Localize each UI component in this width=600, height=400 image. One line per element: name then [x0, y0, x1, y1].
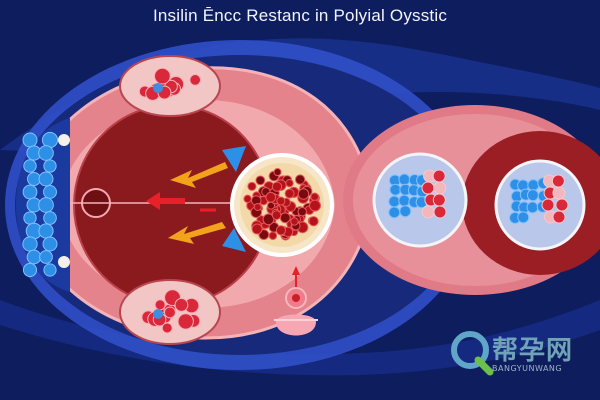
- blue-cell: [43, 185, 57, 199]
- cluster-cell: [275, 225, 286, 236]
- orange-arrow-icon: [168, 162, 228, 244]
- blue-cell: [398, 194, 411, 207]
- white-cell: [58, 134, 70, 146]
- blue-cell: [22, 236, 38, 252]
- cluster-cell: [271, 210, 282, 220]
- cluster-cell: [285, 178, 294, 188]
- cluster-cell: [284, 188, 295, 199]
- cluster-cell: [243, 194, 252, 204]
- watermark: 帮孕网 BANGYUNWANG: [444, 328, 594, 380]
- blue-cell: [23, 211, 37, 225]
- right-ovary: [343, 105, 600, 295]
- cluster-cell: [271, 181, 283, 192]
- blue-cell: [388, 206, 401, 219]
- red-cell: [552, 210, 566, 224]
- cluster-cell: [268, 231, 278, 240]
- red-cell: [541, 198, 555, 212]
- red-cell: [552, 186, 566, 200]
- blue-cell: [38, 171, 54, 187]
- blue-cell: [38, 223, 54, 239]
- blue-cell: [38, 197, 54, 213]
- blue-cell: [517, 211, 530, 224]
- cluster-cell: [253, 202, 262, 211]
- red-cell: [551, 174, 565, 188]
- cluster-cell: [308, 216, 319, 227]
- cluster-cell: [255, 175, 266, 186]
- left-ovary-core: [74, 105, 270, 305]
- cluster-cell: [279, 212, 291, 224]
- blue-cell: [398, 173, 411, 186]
- blue-cell: [389, 183, 402, 196]
- blue-cell: [23, 159, 37, 173]
- red-cell: [174, 297, 189, 312]
- blue-cell: [38, 145, 54, 161]
- watermark-chinese-text: 帮孕网: [492, 336, 574, 366]
- cluster-cell: [273, 168, 282, 177]
- red-cell: [555, 198, 569, 212]
- red-cell: [421, 205, 435, 219]
- red-cell: [154, 67, 171, 85]
- blue-cell: [39, 250, 53, 264]
- red-cell: [189, 74, 202, 86]
- blue-cell-column: [16, 118, 70, 292]
- red-cell: [432, 193, 446, 207]
- cluster-cell: [297, 207, 307, 217]
- cluster-cell: [290, 217, 299, 226]
- cluster-cell: [262, 213, 275, 226]
- red-cell: [177, 313, 194, 330]
- cluster-cell: [265, 191, 277, 203]
- blue-cell: [527, 179, 540, 192]
- blue-cell: [22, 184, 38, 200]
- red-cell: [432, 169, 446, 183]
- cluster-cell: [247, 181, 257, 191]
- red-cell: [433, 205, 447, 219]
- cluster-cell: [294, 174, 306, 185]
- blue-cell: [43, 211, 57, 225]
- red-cell: [433, 181, 447, 195]
- blue-cell: [26, 249, 42, 265]
- blue-wedge-top: [222, 146, 246, 172]
- blue-cell: [22, 262, 38, 278]
- red-cell: [421, 181, 435, 195]
- blue-cell: [526, 201, 539, 214]
- blue-cell: [153, 83, 163, 93]
- follicle-cluster-icon: [230, 153, 334, 257]
- blue-wedge-bottom: [222, 228, 246, 252]
- blue-cell: [42, 236, 58, 252]
- cluster-cell: [251, 223, 263, 235]
- red-cell: [163, 306, 176, 319]
- blue-cell: [399, 205, 412, 218]
- cluster-cell: [297, 188, 310, 200]
- blue-cell: [388, 195, 401, 208]
- blue-cell: [43, 159, 57, 173]
- white-cell: [58, 256, 70, 268]
- red-cell: [154, 299, 166, 311]
- blue-cell: [526, 189, 539, 202]
- cluster-cell: [276, 196, 286, 206]
- droplet-icon: [274, 266, 318, 336]
- cluster-cell: [309, 199, 322, 212]
- blue-cell: [153, 309, 163, 319]
- watermark-english-text: BANGYUNWANG: [492, 364, 563, 373]
- red-cell: [161, 322, 173, 334]
- blue-cell: [43, 263, 57, 277]
- cluster-cell: [310, 192, 319, 202]
- magnifier-logo-icon: [451, 331, 494, 376]
- page-title: Insilin Ēncc Restanc in Polyial Oysstic: [152, 6, 448, 25]
- blue-cell: [22, 132, 38, 148]
